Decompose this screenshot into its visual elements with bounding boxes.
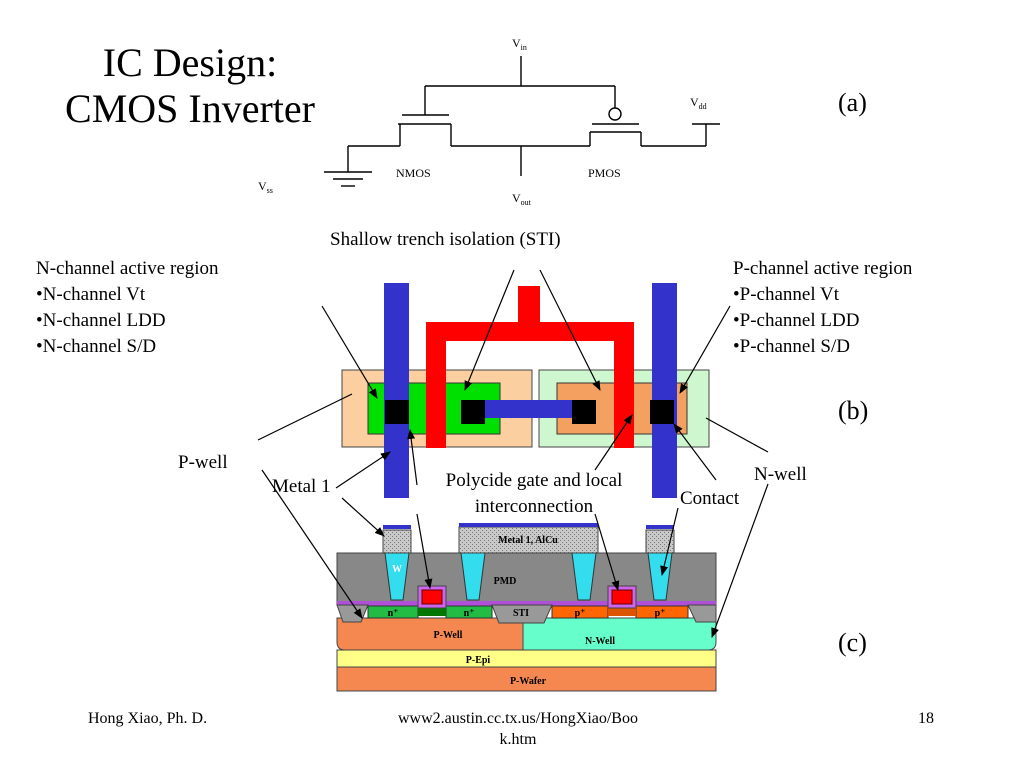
pwell-label: P-well [178,452,228,473]
page-title: IC Design: CMOS Inverter [30,40,350,132]
vdd-label: Vdd [690,95,707,111]
metal-pad-1 [382,529,412,554]
footer-url-line-1: www2.austin.cc.tx.us/HongXiao/Boo [398,710,638,727]
sti-label: Shallow trench isolation (STI) [330,229,561,250]
footer-url-line-2: k.htm [499,731,537,748]
sti-center [491,604,553,624]
vout-label: Vout [512,191,532,207]
n-plus-label-2: n⁺ [464,608,475,619]
p-epi-layer [336,649,717,668]
vss-label: Vss [258,179,273,195]
nmos-gate [421,589,443,605]
callout-lines [257,269,769,638]
nitride-liner [337,601,716,607]
inverter-schematic [324,56,720,187]
polycide-label: Polycide gate and local interconnection [424,468,644,520]
n-channel-area [418,606,446,616]
metal-alcu-bar [458,526,599,554]
sti-right [687,604,717,623]
p-wafer-layer [336,666,717,692]
vin-label: Vin [512,36,527,52]
schematic-labels: Vin Vdd Vss Vout NMOS PMOS [258,36,707,207]
polycide-line-2: interconnection [474,496,594,517]
nmos-label: NMOS [396,166,431,180]
pmos-label: PMOS [588,166,621,180]
p-wafer-label: P-Wafer [510,676,547,687]
contact-p-source [650,400,674,424]
p-plus-label-2: p⁺ [655,608,666,619]
n-plus-label-1: n⁺ [388,608,399,619]
inverter-layout [341,283,710,498]
nwell-label: N-well [754,464,807,485]
contact-n-drain [461,400,485,424]
metal-cap-1 [383,525,411,529]
part-b-label: (b) [838,396,869,425]
part-c-label: (c) [838,628,867,657]
footer-url: www2.austin.cc.tx.us/HongXiao/Boo k.htm [360,708,676,750]
n-channel-ldd: •N-channel LDD [36,310,166,331]
n-well-cs-label: N-Well [585,636,615,647]
poly-gate [426,286,634,448]
sti-cs-label: STI [513,608,529,619]
p-well-layer [336,617,524,651]
p-channel-vt: •P-channel Vt [733,284,840,305]
p-channel-area [608,606,636,616]
metal-output-line [473,400,572,418]
contact-p-drain [572,400,596,424]
w-label: W [392,564,402,575]
n-channel-list: N-channel active region •N-channel Vt •N… [36,256,219,360]
metal1-label: Metal 1 [272,476,331,497]
cross-section-labels: Metal 1, AlCu W PMD n⁺ n⁺ STI p⁺ p⁺ P-We… [388,535,666,687]
footer-page-number: 18 [918,710,934,727]
metal-alcu-label: Metal 1, AlCu [498,535,558,546]
contact-n-source [385,400,409,424]
p-epi-label: P-Epi [466,655,491,666]
contact-label: Contact [680,488,740,509]
footer-author: Hong Xiao, Ph. D. [88,710,208,727]
pmd-label: PMD [494,576,517,587]
polycide-line-1: Polycide gate and local [445,470,623,491]
n-channel-vt: •N-channel Vt [36,284,146,305]
p-plus-label-1: p⁺ [575,608,586,619]
cross-section [336,523,717,692]
metal-cap-3 [646,525,674,529]
p-well-cs-label: P-Well [434,630,463,641]
p-channel-ldd: •P-channel LDD [733,310,860,331]
n-well-layer [522,617,717,651]
metal-cap-2 [459,523,598,527]
p-channel-list: P-channel active region •P-channel Vt •P… [733,256,912,360]
p-channel-title: P-channel active region [733,258,913,279]
pmos-gate [611,589,633,605]
p-channel-sd: •P-channel S/D [733,336,850,357]
part-a-label: (a) [838,88,867,117]
n-channel-title: N-channel active region [36,258,219,279]
metal-pad-2 [645,529,675,554]
n-channel-sd: •N-channel S/D [36,336,157,357]
metal-vdd-line [652,283,677,498]
title-line-2: CMOS Inverter [65,86,315,131]
title-line-1: IC Design: [102,40,278,85]
metal-vss-line [384,283,409,498]
